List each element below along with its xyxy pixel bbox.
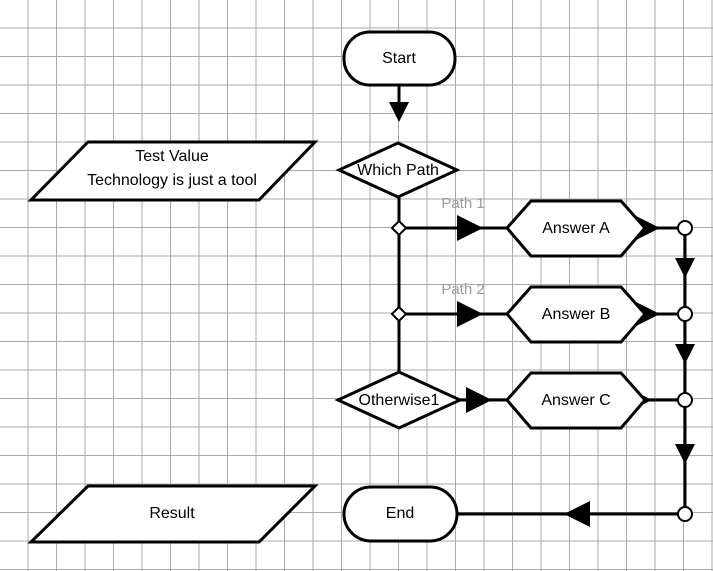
node-end-label: End — [386, 505, 414, 522]
junction-path1-diamond — [390, 219, 408, 237]
connector-right-rail — [675, 228, 695, 514]
edge-label-path1: Path 1 — [441, 195, 484, 212]
junction-rail-circle-c — [677, 392, 693, 408]
junction-rail-circle-a — [677, 220, 693, 236]
node-test-value[interactable]: Test Value Technology is just a tool — [27, 140, 319, 202]
node-start-label: Start — [382, 50, 416, 67]
junction-rail-circle-b — [677, 306, 693, 322]
node-answer-b[interactable]: Answer B — [505, 285, 647, 344]
node-test-value-line2: Technology is just a tool — [87, 172, 257, 189]
connector-path1-to-answer-a — [399, 215, 507, 241]
node-answer-b-label: Answer B — [542, 306, 610, 323]
node-decision-which-path[interactable]: Which Path — [335, 141, 461, 199]
node-answer-a-label: Answer A — [542, 220, 610, 237]
junction-path2-diamond — [390, 305, 408, 323]
node-end[interactable]: End — [342, 485, 459, 543]
node-decision-otherwise[interactable]: Otherwise1 — [334, 370, 464, 430]
node-answer-c[interactable]: Answer C — [505, 371, 647, 430]
node-result-label: Result — [149, 505, 195, 522]
edge-label-path2: Path 2 — [441, 281, 484, 298]
node-result[interactable]: Result — [27, 484, 319, 544]
node-otherwise-label: Otherwise1 — [359, 392, 440, 409]
node-test-value-line1: Test Value — [135, 148, 209, 165]
connector-start-to-decision — [389, 85, 409, 122]
connector-path2-to-answer-b — [399, 301, 507, 327]
node-answer-c-label: Answer C — [541, 392, 610, 409]
connector-otherwise-to-answer-c — [460, 387, 507, 413]
node-start[interactable]: Start — [342, 30, 457, 87]
connector-rail-to-end — [457, 501, 685, 527]
node-decision-label: Which Path — [357, 162, 439, 179]
node-answer-a[interactable]: Answer A — [505, 199, 647, 258]
junction-rail-circle-end — [677, 506, 693, 522]
